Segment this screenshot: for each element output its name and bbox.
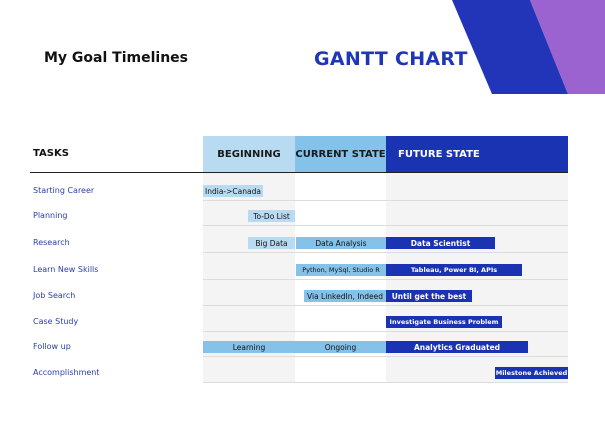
gantt-bar-follow-up-beginning: Learning [203, 341, 295, 353]
gantt-bar-learn-new-skills-future-state: Tableau, Power BI, APIs [386, 264, 522, 276]
task-label-planning: Planning [33, 211, 68, 220]
task-label-learn-new-skills: Learn New Skills [33, 265, 99, 274]
task-label-case-study: Case Study [33, 317, 79, 326]
task-label-accomplishment: Accomplishment [33, 368, 100, 377]
gantt-bar-research-beginning: Big Data [248, 237, 295, 249]
gantt-bar-research-current-state: Data Analysis [296, 237, 386, 249]
row-gridline [203, 331, 568, 332]
row-gridline [203, 252, 568, 253]
gantt-bar-planning-beginning: To-Do List [248, 210, 295, 222]
tasks-header: TASKS [33, 148, 69, 159]
page-title: GANTT CHART [314, 48, 468, 70]
header-rule [30, 172, 568, 173]
phase-header-future: FUTURE STATE [386, 136, 568, 172]
row-gridline [203, 225, 568, 226]
gantt-bar-job-search-future-state: Until get the best [386, 290, 472, 302]
gantt-bar-accomplishment-future-state: Milestone Achieved [495, 367, 568, 379]
task-label-follow-up: Follow up [33, 342, 71, 351]
task-label-job-search: Job Search [33, 291, 76, 300]
gantt-bar-learn-new-skills-current-state: Python, MySql, Studio R [296, 264, 386, 276]
row-gridline [203, 356, 568, 357]
gantt-bar-research-future-state: Data Scientist [386, 237, 495, 249]
task-label-research: Research [33, 238, 70, 247]
row-gridline [203, 305, 568, 306]
gantt-bar-follow-up-current-state: Ongoing [295, 341, 386, 353]
gantt-bar-follow-up-future-state: Analytics Graduated [386, 341, 528, 353]
task-label-starting-career: Starting Career [33, 186, 95, 195]
gantt-bar-job-search-current-state: Via LinkedIn, Indeed [304, 290, 386, 302]
row-gridline [203, 382, 568, 383]
phase-header-current: CURRENT STATE [295, 136, 386, 172]
gantt-bar-case-study-future-state: Investigate Business Problem [386, 316, 502, 328]
phase-header-beginning: BEGINNING [203, 136, 295, 172]
page-subtitle: My Goal Timelines [44, 50, 188, 66]
row-gridline [203, 200, 568, 201]
row-gridline [203, 279, 568, 280]
gantt-bar-starting-career-beginning: India->Canada [203, 185, 263, 197]
